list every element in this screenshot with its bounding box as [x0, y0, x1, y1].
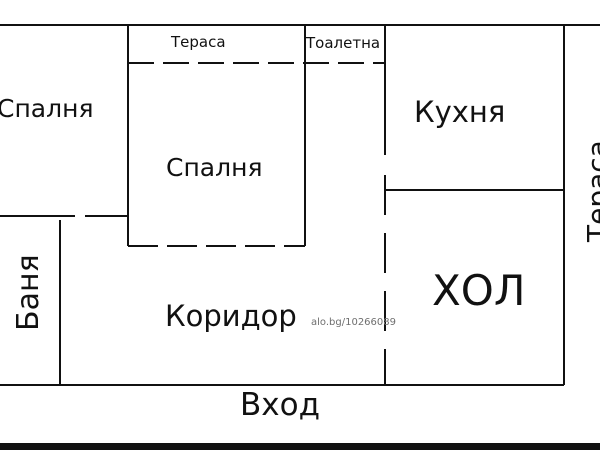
kitchen-label: Кухня [414, 95, 506, 129]
terrace-top-label: Тераса [171, 33, 226, 51]
hall-label: ХОЛ [432, 266, 526, 315]
toilet-label: Тоалетна [306, 34, 381, 52]
corridor-label: Коридор [165, 299, 297, 333]
wall-bottom-band [0, 443, 600, 450]
bedroom-middle-label: Спалня [166, 153, 263, 182]
bedroom-left-label: Спалня [0, 94, 94, 123]
terrace-right-label: Тераса [581, 140, 600, 242]
entrance-label: Вход [240, 387, 321, 423]
bath-label: Баня [11, 254, 46, 331]
watermark-text: alo.bg/10266089 [311, 317, 396, 328]
